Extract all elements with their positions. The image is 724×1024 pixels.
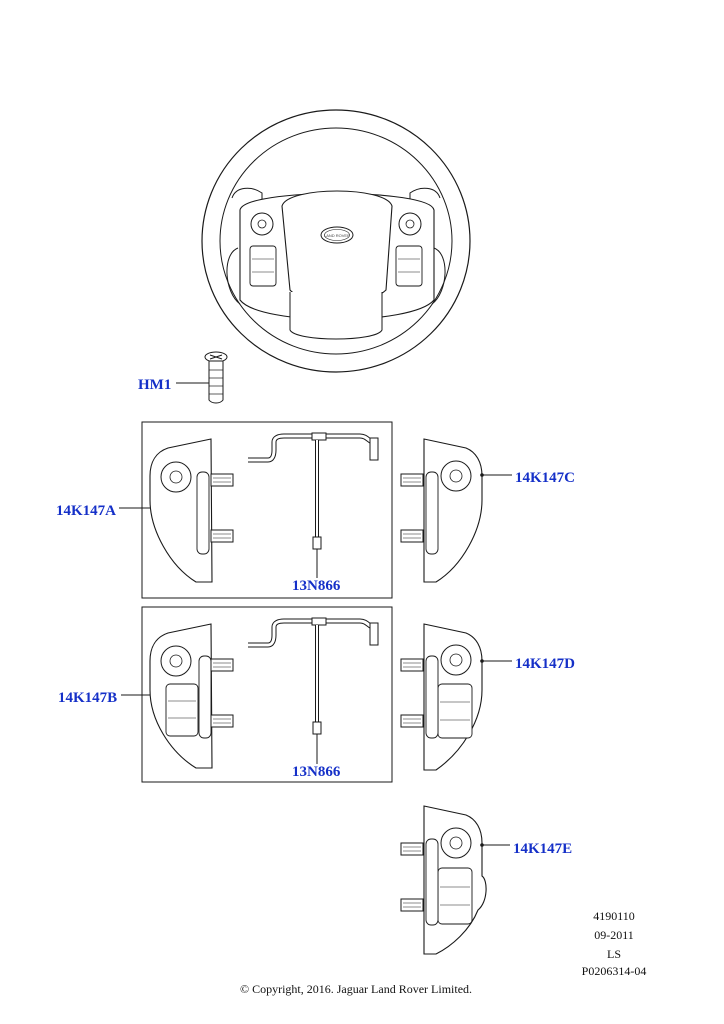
harness-13n866-bottom	[248, 617, 379, 764]
callout-13n866-top[interactable]: 13N866	[292, 578, 341, 594]
callout-13n866-bottom[interactable]: 13N866	[292, 764, 341, 780]
svg-text:LAND ROVER: LAND ROVER	[324, 233, 350, 238]
switch-pack-14k147e	[400, 805, 487, 955]
callout-14k147c[interactable]: 14K147C	[515, 470, 575, 486]
group-box-a	[141, 421, 393, 599]
switch-pack-14k147c	[400, 438, 483, 583]
copyright-text: © Copyright, 2016. Jaguar Land Rover Lim…	[240, 982, 472, 996]
callout-14k147b[interactable]: 14K147B	[58, 690, 117, 706]
harness-13n866-top	[248, 432, 379, 578]
screw-hm1	[176, 351, 228, 404]
callout-hm1[interactable]: HM1	[138, 377, 171, 393]
switch-pack-14k147b	[149, 623, 234, 769]
switch-pack-14k147d	[400, 623, 483, 771]
land-rover-logo: LAND ROVER	[320, 226, 354, 244]
callout-14k147d[interactable]: 14K147D	[515, 656, 575, 672]
callout-14k147a[interactable]: 14K147A	[56, 503, 116, 519]
callout-14k147e[interactable]: 14K147E	[513, 841, 572, 857]
model-code: LS	[607, 947, 621, 961]
illustration-date: 09-2011	[594, 928, 634, 942]
switch-pack-14k147a	[149, 438, 234, 583]
part-reference: P0206314-04	[582, 964, 647, 978]
steering-wheel: LAND ROVER	[201, 109, 471, 373]
illustration-number: 4190110	[593, 909, 635, 923]
